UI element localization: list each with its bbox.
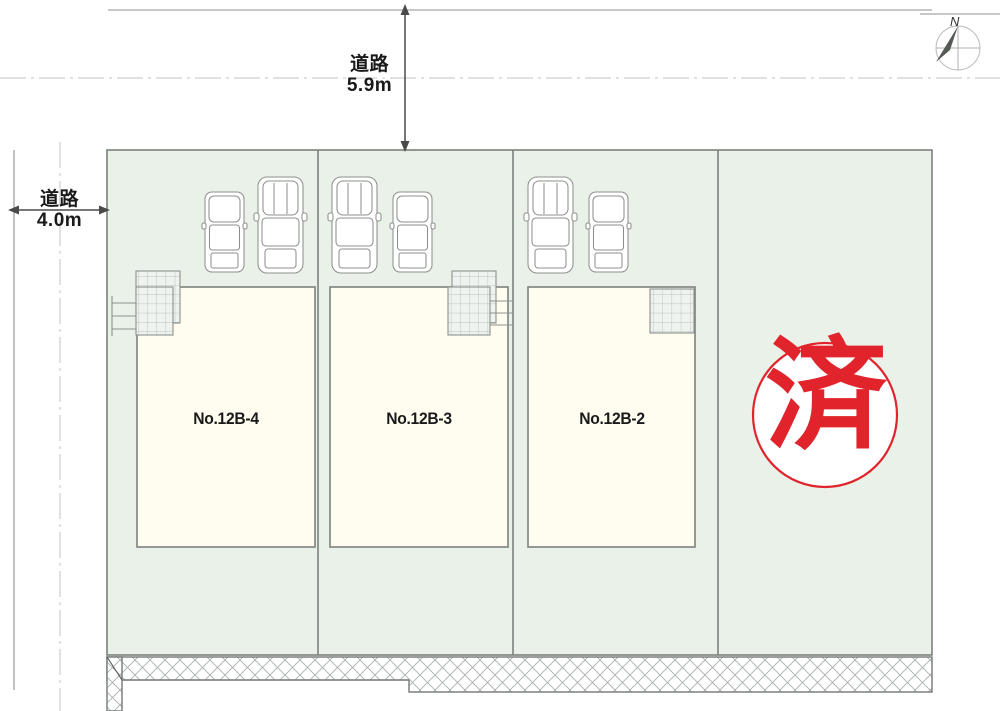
lot-label-12B-2: No.12B-2: [579, 409, 645, 428]
entrance-steps: [490, 300, 513, 326]
car-large: [523, 176, 578, 274]
north-arrow-icon: [920, 13, 1000, 71]
west-road-dimension-label: 道路 4.0m: [36, 189, 83, 232]
sold-stamp: [751, 341, 899, 489]
entrance-porch: [649, 288, 695, 334]
entrance-steps: [111, 296, 136, 336]
car-large: [327, 176, 382, 274]
car-small: [585, 191, 632, 273]
lot-label-12B-3: No.12B-3: [386, 409, 452, 428]
house-12B-2: [527, 286, 696, 548]
car-small: [201, 191, 248, 273]
lot-label-12B-4: No.12B-4: [193, 409, 259, 428]
sold-stamp-character: 済: [765, 325, 887, 467]
retaining-wall: [106, 656, 933, 711]
house-12B-4: [111, 270, 316, 548]
north-road-dimension-label: 道路 5.9m: [346, 54, 393, 97]
north-letter: N: [950, 14, 960, 29]
parked-cars: [201, 176, 632, 274]
car-small: [389, 191, 436, 273]
stamp-circle: [751, 341, 899, 489]
car-large: [253, 176, 308, 274]
west-road-dimension: [8, 142, 110, 711]
north-road-dimension: [0, 4, 1000, 152]
house-12B-3: [329, 270, 513, 548]
